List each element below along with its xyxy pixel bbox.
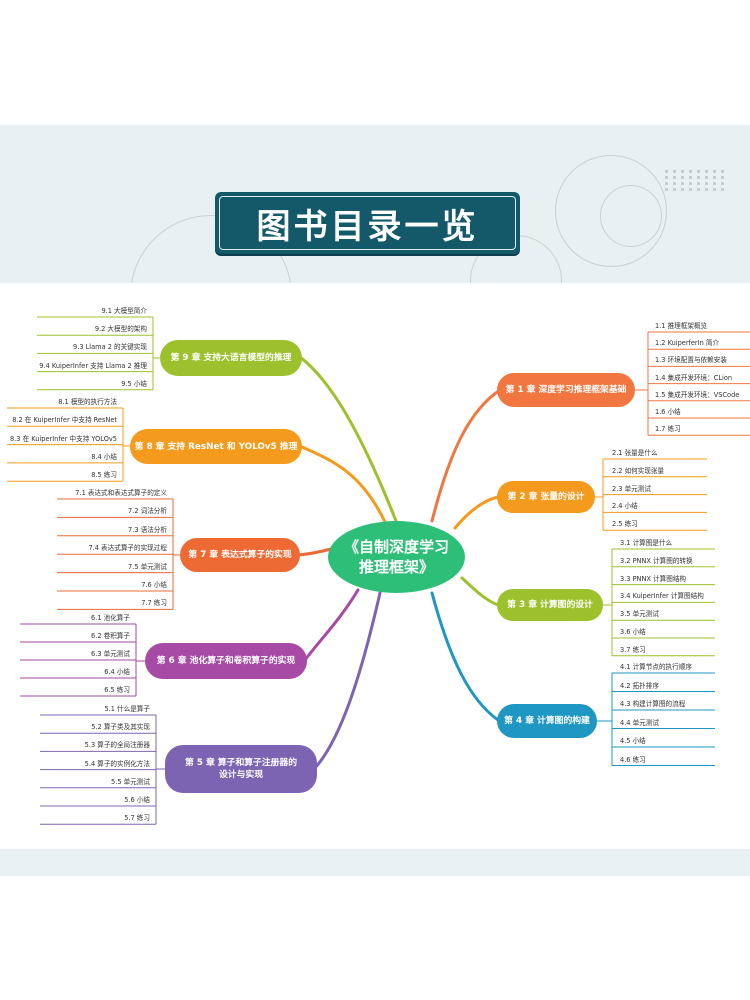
section-item: 4.6 练习 — [620, 755, 646, 764]
section-item: 2.5 练习 — [612, 520, 638, 529]
section-item: 2.2 如何实现张量 — [612, 466, 665, 475]
section-item: 5.7 练习 — [124, 814, 150, 823]
section-item: 7.4 表达式算子的实现过程 — [88, 544, 167, 553]
section-item: 1.6 小结 — [655, 408, 681, 416]
section-item: 9.5 小结 — [121, 379, 147, 388]
section-item: 7.1 表达式和表达式算子的定义 — [75, 489, 167, 497]
branch-ch8 — [298, 444, 387, 524]
chapter-node-7: 第 7 章 表达式算子的实现 — [180, 538, 300, 572]
section-item: 2.4 小结 — [612, 502, 638, 511]
section-item: 3.4 KuiperInfer 计算图结构 — [620, 592, 704, 601]
branch-ch4 — [430, 591, 500, 722]
section-item: 8.5 练习 — [91, 471, 117, 480]
section-item: 4.3 构建计算图的流程 — [620, 700, 686, 708]
chapter-title: 第 8 章 支持 ResNet 和 YOLOv5 推理 — [134, 441, 298, 452]
chapter-node-9: 第 9 章 支持大语言模型的推理 — [160, 340, 302, 376]
section-item: 4.4 单元测试 — [620, 718, 659, 727]
chapter-title: 第 2 章 张量的设计 — [507, 492, 585, 502]
branch-ch5 — [313, 591, 382, 770]
chapter-node-2: 第 2 章 张量的设计 — [497, 481, 595, 513]
branch-ch9 — [298, 355, 398, 523]
section-item: 1.1 推理框架概览 — [655, 322, 708, 330]
page-title: 图书目录一览 — [256, 206, 479, 247]
chapter-node-3: 第 3 章 计算图的设计 — [497, 589, 603, 621]
chapter-title: 第 9 章 支持大语言模型的推理 — [170, 353, 292, 363]
chapter-node-4: 第 4 章 计算图的构建 — [497, 704, 597, 738]
section-item: 8.1 模型的执行方法 — [58, 398, 117, 406]
decorative-circle — [600, 185, 662, 247]
section-item: 2.3 单元测试 — [612, 484, 651, 493]
chapter-node-8: 第 8 章 支持 ResNet 和 YOLOv5 推理 — [130, 429, 302, 464]
branch-ch6 — [303, 588, 360, 662]
section-item: 5.1 什么是算子 — [104, 705, 150, 713]
section-item: 8.3 在 KuiperInfer 中支持 YOLOv5 — [10, 434, 117, 443]
branch-ch3 — [460, 576, 500, 607]
chapter-title: 第 1 章 深度学习推理框架基础 — [505, 385, 627, 395]
decorative-dot-grid — [665, 170, 726, 191]
section-item: 4.2 拓扑排序 — [620, 681, 659, 690]
chapter-title: 第 7 章 表达式算子的实现 — [188, 550, 292, 560]
section-item: 5.2 算子类及其实现 — [91, 723, 150, 732]
section-item: 8.2 在 KuiperInfer 中支持 ResNet — [12, 416, 117, 425]
center-title-line1: 《自制深度学习 — [343, 538, 449, 556]
section-item: 5.6 小结 — [124, 796, 150, 804]
chapter-title: 第 3 章 计算图的设计 — [507, 600, 593, 610]
center-title-line2: 推理框架》 — [358, 558, 434, 576]
section-item: 6.4 小结 — [104, 668, 130, 676]
chapter-node-5: 第 5 章 算子和算子注册器的 设计与实现 — [165, 745, 317, 793]
section-item: 3.5 单元测试 — [620, 610, 659, 619]
chapter-title: 第 5 章 算子和算子注册器的 — [184, 758, 298, 768]
section-item: 4.5 小结 — [620, 737, 646, 745]
page-title-banner: 图书目录一览 — [215, 192, 520, 254]
center-node: 《自制深度学习 推理框架》 — [328, 521, 465, 593]
section-item: 5.4 算子的实例化方法 — [84, 759, 150, 768]
section-item: 1.7 练习 — [655, 425, 681, 434]
chapter-node-1: 第 1 章 深度学习推理框架基础 — [497, 373, 635, 407]
section-item: 6.3 单元测试 — [91, 650, 130, 658]
section-item: 1.5 集成开发环境：VSCode — [655, 390, 740, 399]
section-item: 7.3 语法分析 — [128, 525, 167, 534]
chapter-title: 第 4 章 计算图的构建 — [504, 716, 590, 726]
section-item: 5.3 算子的全局注册器 — [84, 741, 150, 750]
chapter-node-6: 第 6 章 池化算子和卷积算子的实现 — [145, 643, 307, 679]
section-item: 3.2 PNNX 计算图的转换 — [620, 556, 693, 565]
section-item: 5.5 单元测试 — [111, 777, 150, 786]
section-item: 3.1 计算图是什么 — [620, 539, 673, 547]
chapter-title: 第 6 章 池化算子和卷积算子的实现 — [156, 656, 296, 666]
section-item: 7.6 小结 — [141, 581, 167, 589]
section-item: 3.7 练习 — [620, 645, 646, 654]
section-item: 9.2 大模型的架构 — [94, 325, 147, 334]
section-item: 1.4 集成开发环境：CLion — [655, 373, 733, 382]
section-item: 6.5 练习 — [104, 686, 130, 694]
section-item: 9.4 KuiperInfer 支持 Llama 2 推理 — [39, 361, 147, 370]
section-item: 1.2 KuiperferIn 简介 — [655, 339, 720, 348]
section-item: 7.2 词法分析 — [128, 507, 167, 516]
bottom-band — [0, 849, 750, 876]
branch-ch1 — [430, 388, 502, 523]
section-item: 9.3 Llama 2 的关键实现 — [73, 343, 147, 352]
chapter-title: 设计与实现 — [219, 770, 263, 780]
section-item: 4.1 计算节点的执行顺序 — [620, 663, 692, 671]
branch-ch2 — [453, 495, 500, 530]
section-item: 6.2 卷积算子 — [91, 632, 130, 640]
section-item: 7.7 练习 — [141, 599, 167, 608]
decorative-circle — [555, 155, 667, 267]
section-item: 9.1 大模型简介 — [101, 307, 147, 315]
section-item: 3.6 小结 — [620, 628, 646, 636]
section-item: 6.1 池化算子 — [91, 614, 130, 622]
section-item: 8.4 小结 — [91, 452, 117, 461]
section-item: 7.5 单元测试 — [128, 562, 167, 571]
section-item: 3.3 PNNX 计算图结构 — [620, 574, 687, 583]
section-item: 2.1 张量是什么 — [612, 449, 658, 457]
section-item: 1.3 环境配置与依赖安装 — [655, 356, 727, 365]
